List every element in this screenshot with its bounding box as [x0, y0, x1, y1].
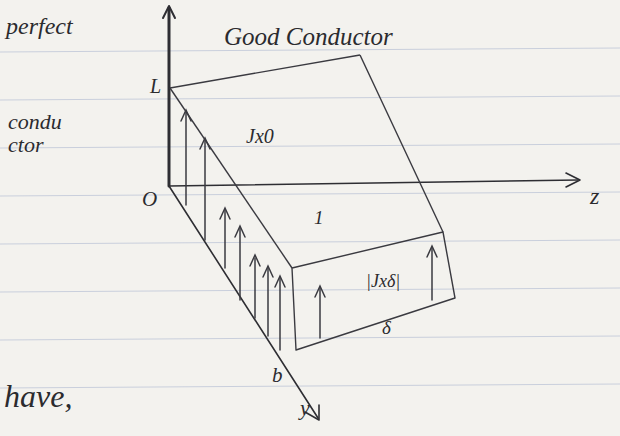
- axis-label: z: [590, 184, 599, 209]
- dimension-label: 1: [314, 208, 324, 228]
- dimension-label: L: [150, 76, 161, 97]
- current-label: Jx0: [246, 126, 274, 147]
- dimension-label: b: [272, 364, 283, 386]
- current-arrows: [181, 110, 437, 350]
- origin-label: O: [142, 188, 157, 210]
- dimension-label: δ: [382, 318, 391, 338]
- note-text: have,: [4, 380, 72, 414]
- region-label: condu ctor: [8, 110, 72, 156]
- ruled-lines: [0, 48, 620, 388]
- axis-label: y: [300, 396, 310, 419]
- slab-outline: [170, 55, 455, 350]
- region-label: Good Conductor: [224, 24, 393, 50]
- region-label: perfect: [6, 14, 73, 39]
- current-label: |Jxδ|: [366, 272, 400, 291]
- axes: [163, 6, 580, 420]
